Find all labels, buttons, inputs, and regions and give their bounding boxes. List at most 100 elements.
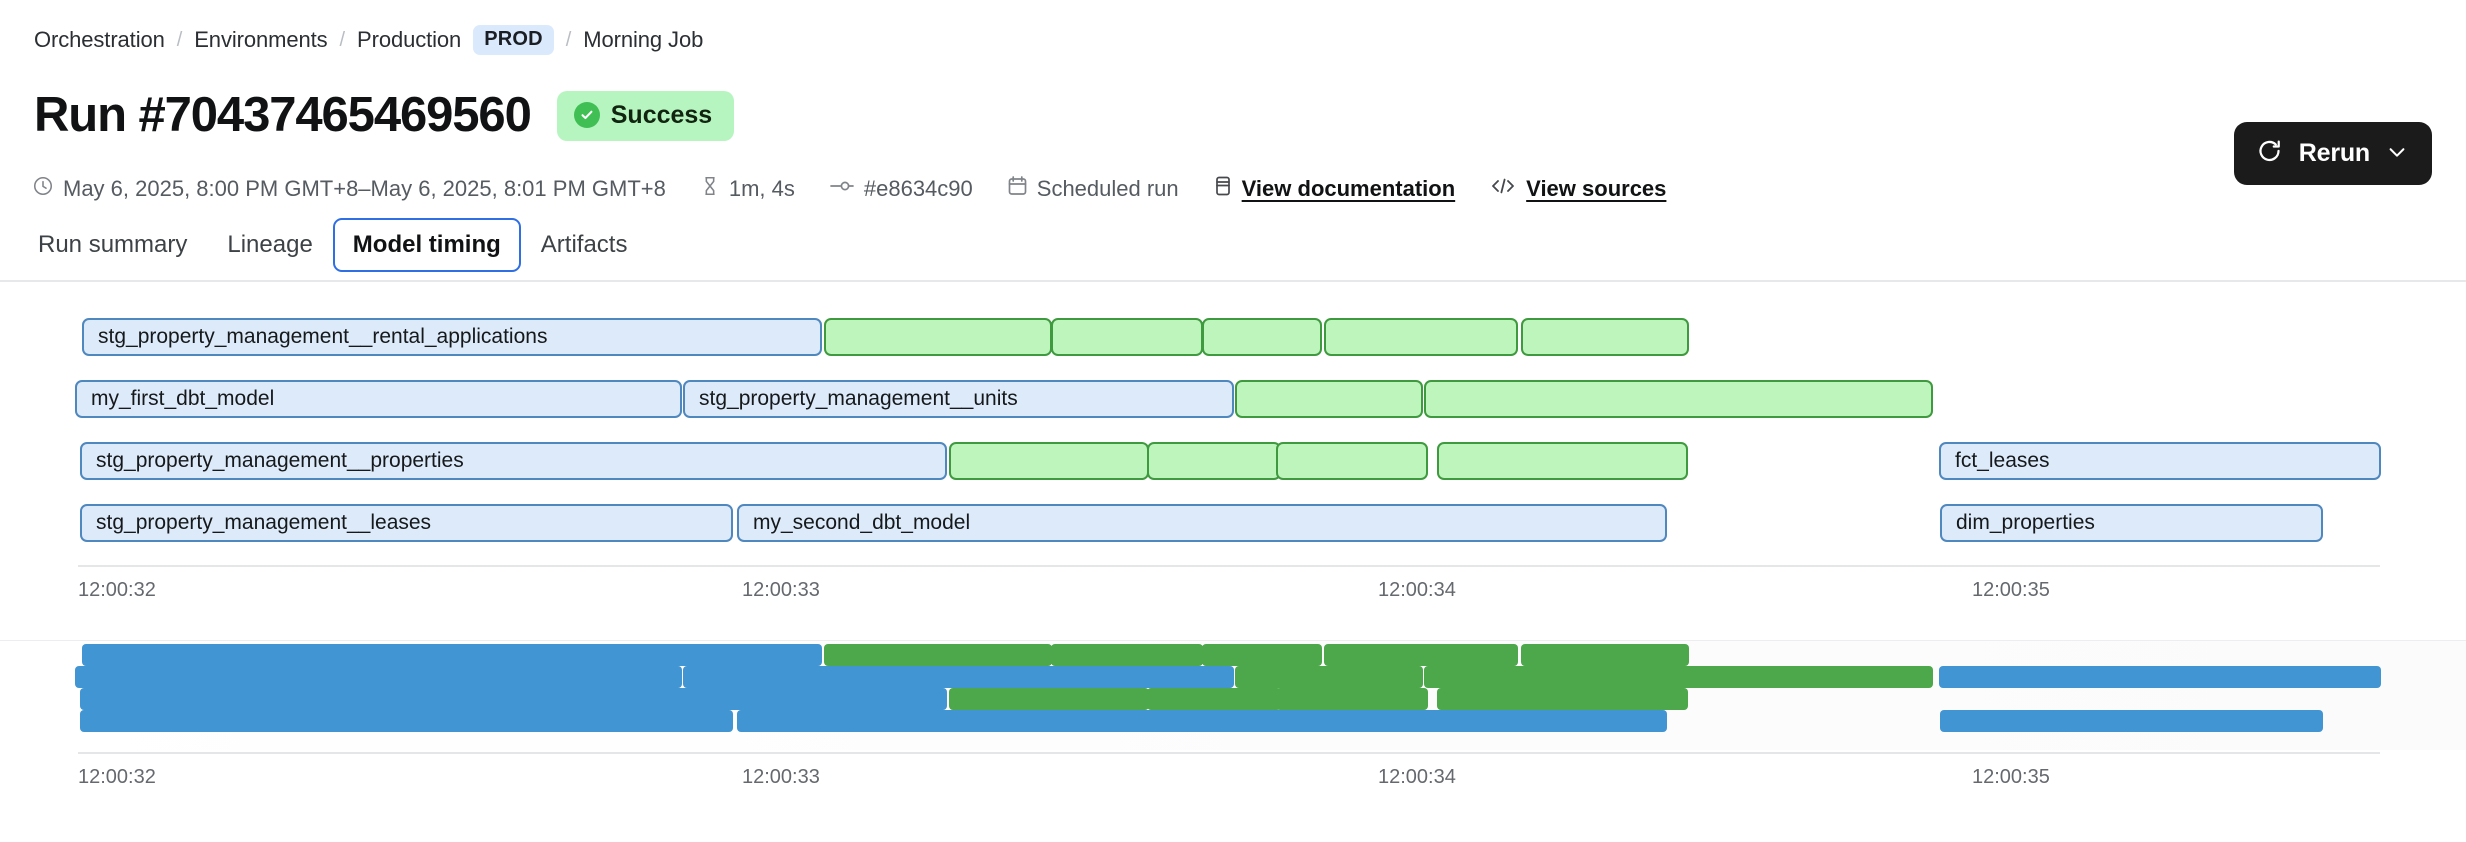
breadcrumb-separator: / — [565, 28, 572, 51]
overview-axis-tick: 12:00:33 — [742, 766, 820, 788]
breadcrumb-separator: / — [176, 28, 183, 51]
breadcrumb-badge-prod: PROD — [473, 25, 554, 55]
hourglass-icon — [700, 175, 720, 203]
detail-axis-tick: 12:00:33 — [742, 579, 820, 601]
overview-axis-tick: 12:00:35 — [1972, 766, 2050, 788]
status-badge: Success — [556, 90, 735, 141]
check-circle-icon — [573, 102, 600, 129]
overview-bar[interactable] — [1940, 710, 2323, 732]
view-sources-link[interactable]: View sources — [1489, 175, 1666, 203]
overview-axis-tick: 12:00:32 — [78, 766, 156, 788]
meta-commit-text: #e8634c90 — [863, 176, 973, 201]
gantt-row: stg_property_management__properties fct_l… — [0, 442, 2466, 480]
refresh-icon — [2256, 138, 2283, 168]
tab-lineage[interactable]: Lineage — [207, 218, 332, 272]
overview-bar[interactable] — [1202, 644, 1322, 666]
overview-bar[interactable] — [1521, 644, 1689, 666]
gantt-bar-test[interactable] — [1324, 318, 1518, 356]
gantt-bar-label: dim_properties — [1956, 511, 2095, 534]
code-icon — [1489, 175, 1517, 203]
gantt-bar-test[interactable] — [1521, 318, 1689, 356]
tab-artifacts[interactable]: Artifacts — [521, 218, 648, 272]
detail-axis: 12:00:32 12:00:33 12:00:34 12:00:35 — [0, 565, 2466, 610]
model-timing-detail-chart: stg_property_management__rental_applicat… — [0, 318, 2466, 568]
overview-bar[interactable] — [1437, 688, 1688, 710]
gantt-bar-stg_property_management__leases[interactable]: stg_property_management__leases — [80, 504, 733, 542]
overview-row — [0, 710, 2466, 732]
view-documentation-link[interactable]: View documentation — [1213, 175, 1456, 203]
overview-bar[interactable] — [1235, 666, 1423, 688]
view-documentation-label[interactable]: View documentation — [1241, 176, 1456, 201]
detail-axis-tick: 12:00:35 — [1972, 579, 2050, 601]
gantt-row: stg_property_management__rental_applicat… — [0, 318, 2466, 356]
gantt-bar-my_second_dbt_model[interactable]: my_second_dbt_model — [737, 504, 1667, 542]
gantt-bar-dim_properties[interactable]: dim_properties — [1940, 504, 2323, 542]
gantt-bar-test[interactable] — [949, 442, 1149, 480]
meta-timerange: May 6, 2025, 8:00 PM GMT+8–May 6, 2025, … — [32, 175, 666, 203]
gantt-bar-my_first_dbt_model[interactable]: my_first_dbt_model — [75, 380, 682, 418]
gantt-bar-label: stg_property_management__units — [699, 387, 1018, 410]
overview-bar[interactable] — [1324, 644, 1518, 666]
meta-duration-text: 1m, 4s — [728, 176, 795, 201]
rerun-button-label: Rerun — [2298, 138, 2370, 167]
gantt-bar-test[interactable] — [1202, 318, 1322, 356]
gantt-bar-label: stg_property_management__properties — [96, 449, 464, 472]
gantt-bar-stg_property_management__units[interactable]: stg_property_management__units — [683, 380, 1234, 418]
overview-bar[interactable] — [80, 710, 733, 732]
meta-duration: 1m, 4s — [700, 175, 795, 203]
overview-row — [0, 644, 2466, 666]
breadcrumb-item-production[interactable]: Production — [357, 27, 462, 52]
gantt-bar-test[interactable] — [1424, 380, 1933, 418]
overview-bar[interactable] — [80, 688, 947, 710]
model-timing-overview-chart[interactable] — [0, 640, 2466, 750]
book-icon — [1213, 175, 1233, 203]
gantt-bar-fct_leases[interactable]: fct_leases — [1939, 442, 2381, 480]
meta-timerange-text: May 6, 2025, 8:00 PM GMT+8–May 6, 2025, … — [63, 176, 666, 201]
overview-top-divider — [0, 640, 2466, 641]
gantt-bar-stg_property_management__rental_applications[interactable]: stg_property_management__rental_applicat… — [82, 318, 822, 356]
overview-axis-tick: 12:00:34 — [1378, 766, 1456, 788]
chevron-down-icon[interactable] — [2386, 141, 2408, 166]
breadcrumb-item-orchestration[interactable]: Orchestration — [34, 27, 165, 52]
overview-bar[interactable] — [1051, 644, 1203, 666]
meta-commit: #e8634c90 — [829, 175, 973, 203]
detail-axis-tick: 12:00:32 — [78, 579, 156, 601]
detail-axis-tick: 12:00:34 — [1378, 579, 1456, 601]
gantt-row: my_first_dbt_model stg_property_managemen… — [0, 380, 2466, 418]
overview-axis: 12:00:32 12:00:33 12:00:34 12:00:35 — [0, 752, 2466, 797]
gantt-bar-test[interactable] — [1051, 318, 1203, 356]
overview-row — [0, 666, 2466, 688]
rerun-button[interactable]: Rerun — [2233, 122, 2432, 185]
overview-bar[interactable] — [82, 644, 822, 666]
gantt-bar-test[interactable] — [1437, 442, 1688, 480]
gantt-bar-stg_property_management__properties[interactable]: stg_property_management__properties — [80, 442, 947, 480]
gantt-bar-test[interactable] — [1235, 380, 1423, 418]
overview-bar[interactable] — [1276, 688, 1428, 710]
gantt-bar-test[interactable] — [1147, 442, 1281, 480]
tab-model-timing[interactable]: Model timing — [332, 218, 521, 272]
view-sources-label[interactable]: View sources — [1526, 176, 1667, 201]
detail-axis-line — [78, 565, 2380, 567]
calendar-icon — [1007, 175, 1028, 203]
gantt-bar-label: stg_property_management__rental_applicat… — [98, 325, 548, 348]
overview-bar[interactable] — [737, 710, 1667, 732]
overview-bar[interactable] — [949, 688, 1149, 710]
overview-bar[interactable] — [1939, 666, 2381, 688]
overview-bar[interactable] — [1424, 666, 1933, 688]
overview-bar[interactable] — [1147, 688, 1281, 710]
meta-trigger-text: Scheduled run — [1036, 176, 1179, 201]
meta-trigger: Scheduled run — [1007, 175, 1179, 203]
tab-run-summary[interactable]: Run summary — [18, 218, 207, 272]
overview-bar[interactable] — [75, 666, 682, 688]
gantt-bar-test[interactable] — [824, 318, 1052, 356]
title-row: Run #70437465469560 Success — [34, 88, 735, 142]
gantt-bar-test[interactable] — [1276, 442, 1428, 480]
overview-bar[interactable] — [824, 644, 1052, 666]
page-title: Run #70437465469560 — [34, 88, 532, 142]
breadcrumb-item-environments[interactable]: Environments — [194, 27, 328, 52]
overview-bar[interactable] — [683, 666, 1234, 688]
breadcrumb-separator: / — [339, 28, 346, 51]
